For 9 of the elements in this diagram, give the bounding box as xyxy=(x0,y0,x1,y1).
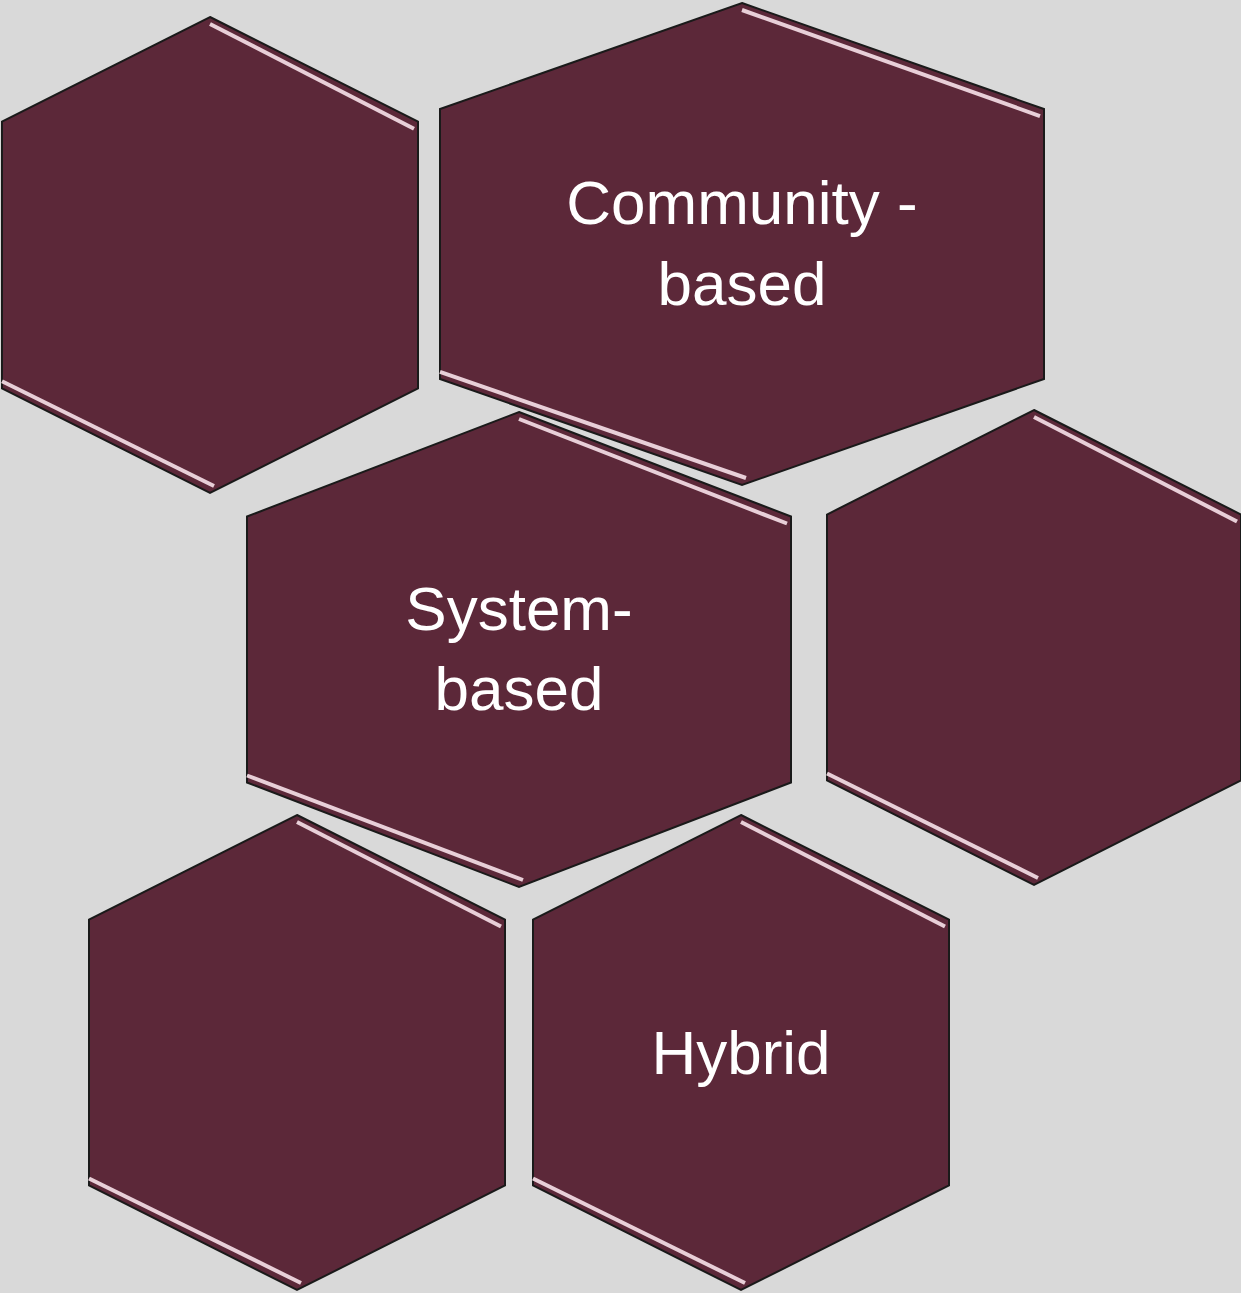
tile-label: Community -based xyxy=(565,167,919,320)
tile-label: Hybrid xyxy=(650,1016,832,1089)
hexagon-tile xyxy=(440,3,1044,485)
hexagon-tile xyxy=(89,815,505,1290)
hexagon-tile xyxy=(533,815,949,1290)
tile-label: System- based xyxy=(404,572,634,726)
hexagon-tile xyxy=(247,412,791,887)
hexagon-tile xyxy=(2,17,418,493)
hexagon-tile xyxy=(827,410,1241,885)
